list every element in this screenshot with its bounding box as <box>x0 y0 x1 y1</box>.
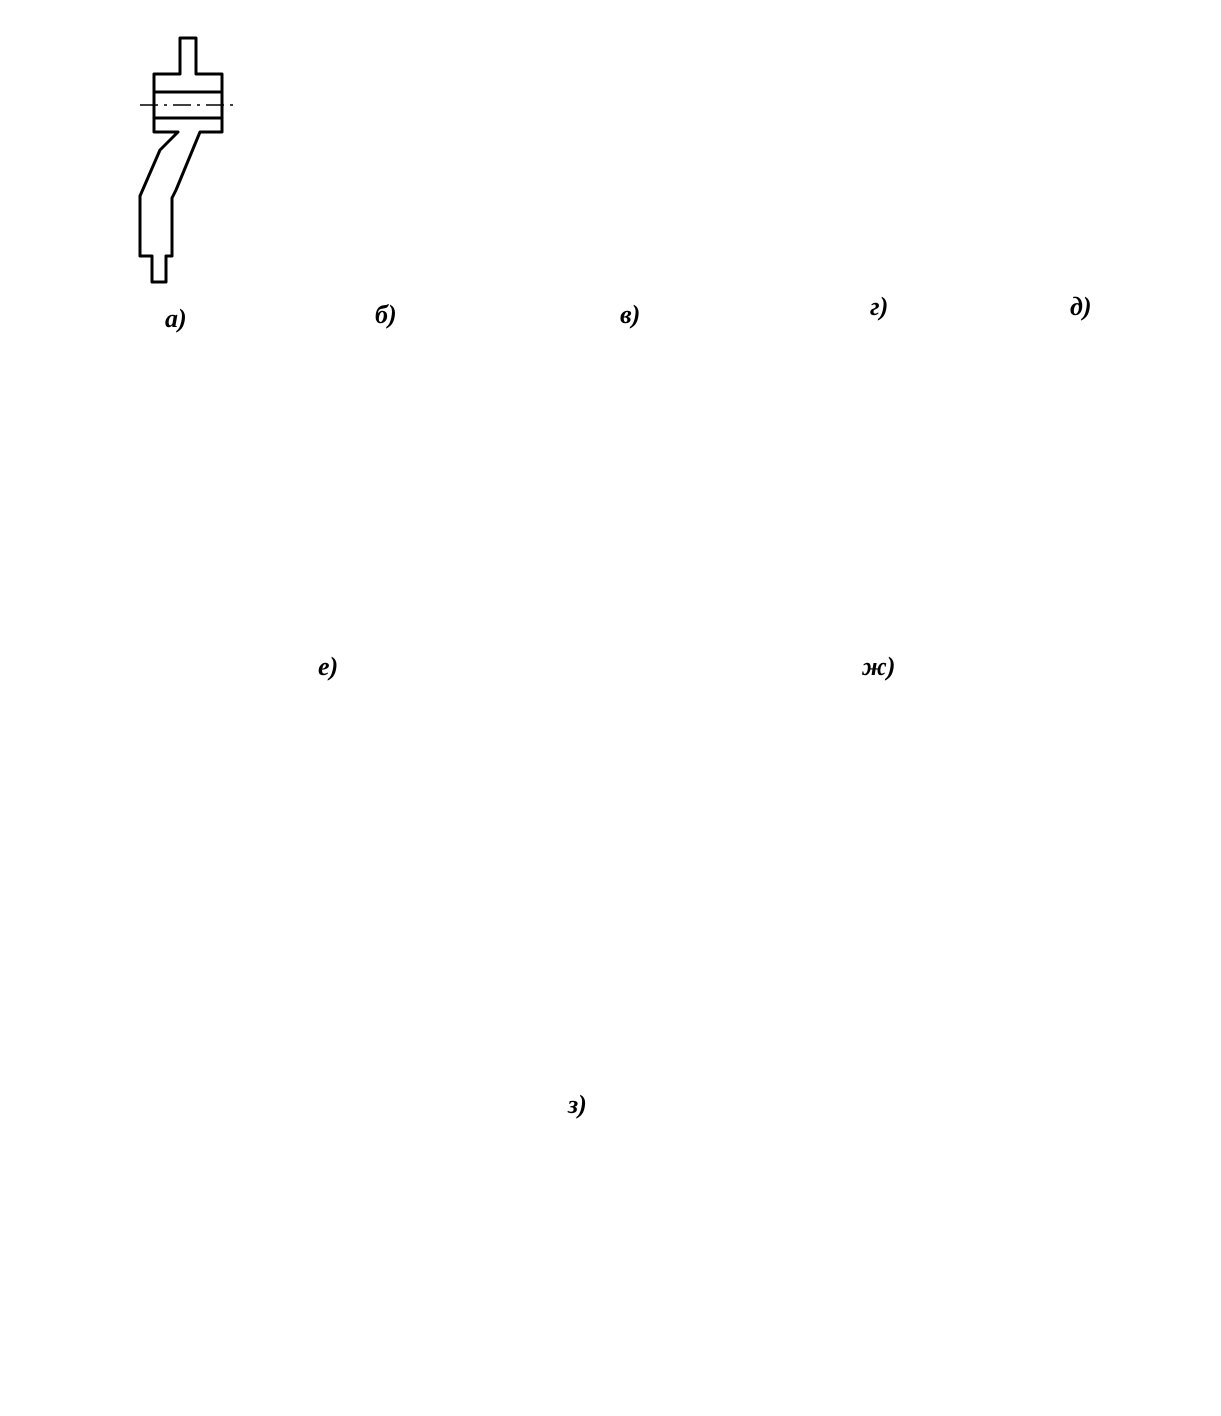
label-e: е) <box>318 652 339 681</box>
label-g: г) <box>870 292 889 321</box>
label-v: в) <box>620 300 641 329</box>
label-z: з) <box>568 1090 587 1119</box>
label-b: б) <box>375 300 397 329</box>
panel-a-pattern <box>138 36 236 284</box>
label-d: д) <box>1070 292 1092 321</box>
label-zh: ж) <box>862 652 896 681</box>
label-a: а) <box>165 304 187 333</box>
